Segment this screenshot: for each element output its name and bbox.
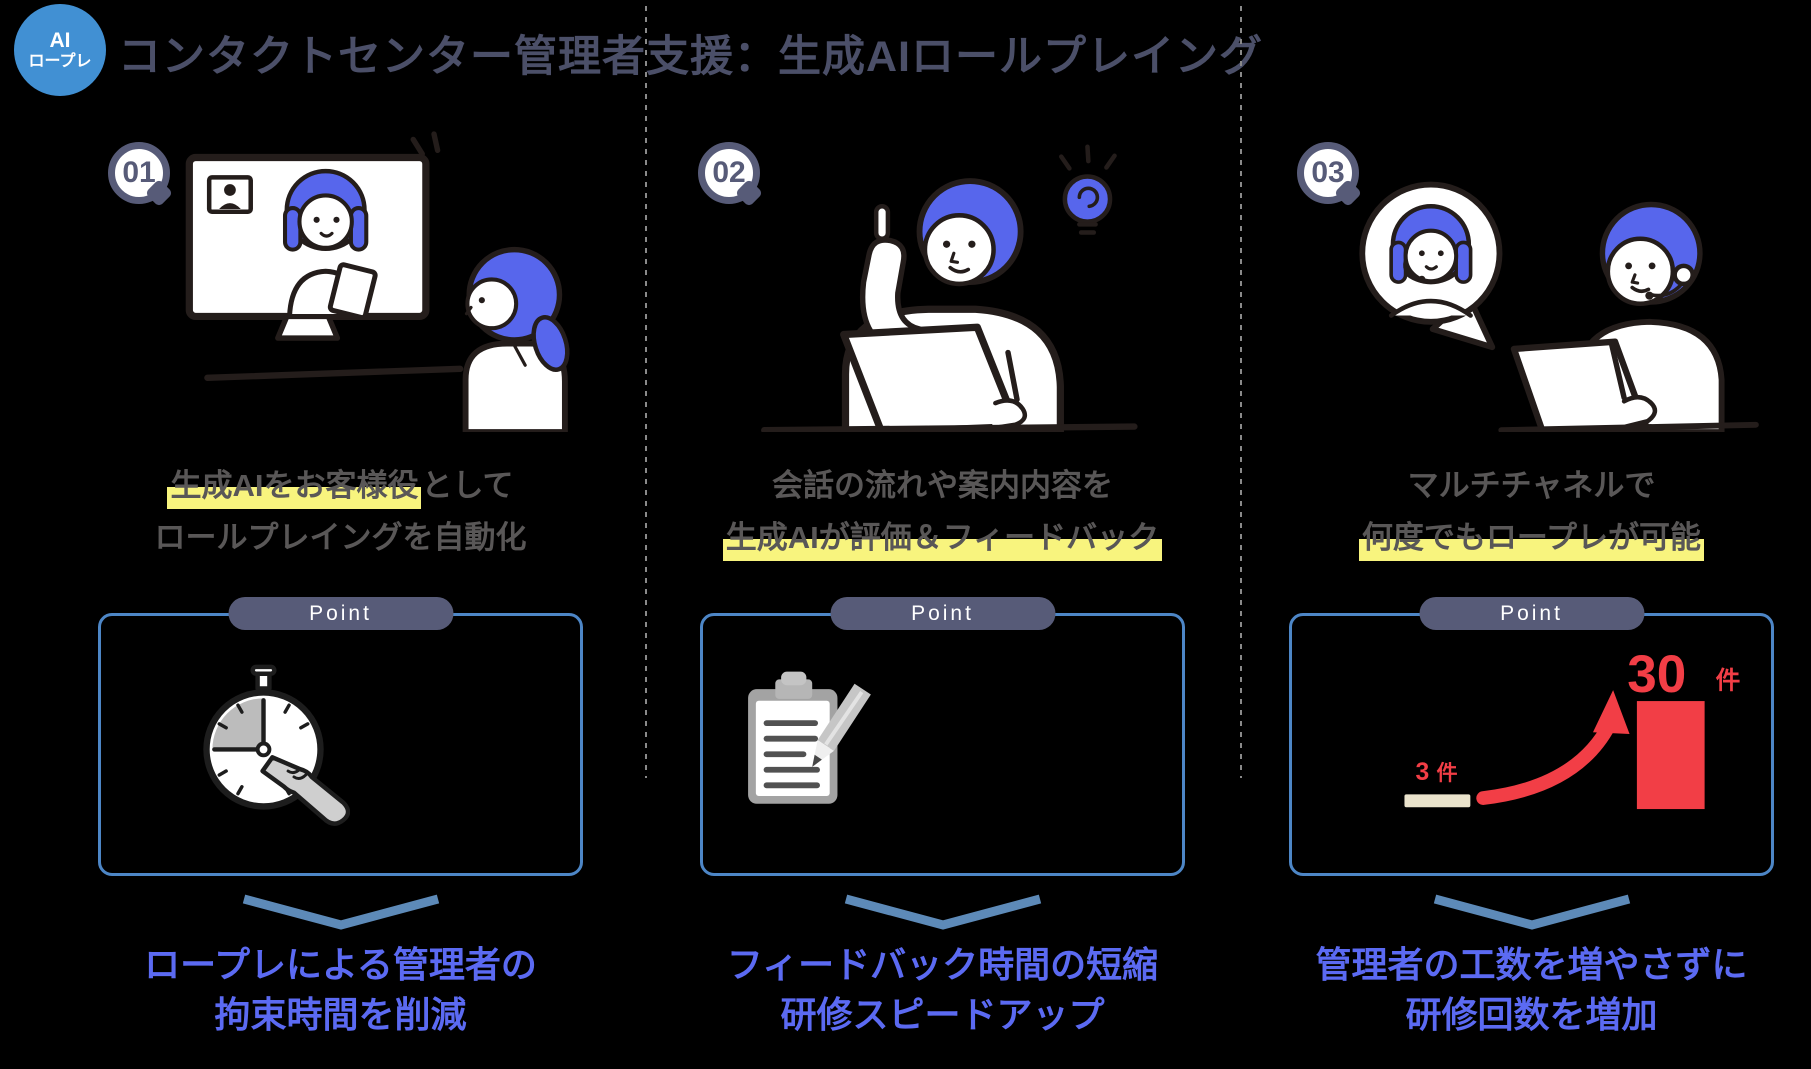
step-number-badge-01: 01 — [108, 142, 170, 204]
column-step-02: 02 — [645, 112, 1240, 1040]
big-bar — [1636, 700, 1705, 809]
page-title: コンタクトセンター管理者支援：生成AIロールプレイング — [118, 33, 1263, 81]
result-text: ロープレによる管理者の 拘束時間を削減 — [98, 940, 583, 1040]
result-line-2: 拘束時間を削減 — [214, 994, 467, 1035]
ai-feedback-illustration — [760, 144, 1138, 432]
yellow-highlight: 生成AIが評価＆フィードバック — [722, 520, 1163, 561]
description-line-1: マルチチャネルで — [1407, 468, 1656, 503]
description-line-1: 生成AIをお客様役として — [98, 460, 583, 512]
yellow-highlight: 生成AIをお客様役 — [167, 468, 422, 509]
multichannel-roleplay-illustration — [1358, 181, 1759, 432]
logo-line2: ロープレ — [28, 52, 92, 70]
result-line-1: 管理者の工数を増やさずに — [1315, 944, 1748, 985]
illustration-two-agents — [1289, 112, 1774, 460]
point-pill: Point — [830, 597, 1055, 630]
result-line-1: フィードバック時間の短縮 — [726, 944, 1159, 985]
column-divider-2 — [1240, 6, 1242, 778]
video-call-roleplay-illustration — [185, 131, 570, 432]
logo-line1: AI — [49, 28, 71, 52]
ai-roleplay-logo-badge: AI ロープレ — [14, 4, 106, 96]
point-section: Point — [700, 597, 1185, 876]
point-box — [700, 613, 1185, 876]
illustration-pointing-laptop — [700, 112, 1185, 460]
big-bar-value: 30 — [1627, 648, 1686, 704]
step-description: 生成AIをお客様役として ロールプレイングを自動化 — [98, 460, 583, 564]
column-step-01: 01 — [0, 112, 645, 1040]
description-line-1: 会話の流れや案内内容を — [772, 468, 1113, 503]
stopwatch-hand-icon — [203, 664, 350, 826]
big-bar-unit: 件 — [1716, 666, 1741, 694]
point-section: Point — [98, 597, 583, 876]
point-pill: Point — [1419, 597, 1644, 630]
step-number-badge-03: 03 — [1297, 142, 1359, 204]
result-line-2: 研修スピードアップ — [780, 994, 1105, 1035]
illustration-video-call — [98, 112, 583, 460]
clipboard-pencil-icon — [748, 671, 871, 804]
step-description: 会話の流れや案内内容を 生成AIが評価＆フィードバック — [700, 460, 1185, 564]
result-text: 管理者の工数を増やさずに 研修回数を増加 — [1289, 940, 1774, 1040]
result-text: フィードバック時間の短縮 研修スピードアップ — [700, 940, 1185, 1040]
step-description: マルチチャネルで 何度でもロープレが可能 — [1289, 460, 1774, 564]
chevron-down-icon — [844, 894, 1041, 930]
growth-arrow-head — [1592, 689, 1630, 734]
column-divider-1 — [645, 6, 647, 778]
description-line-2: 何度でもロープレが可能 — [1289, 512, 1774, 564]
columns-row: 01 — [0, 112, 1811, 1040]
point-pill: Point — [228, 597, 453, 630]
result-line-2: 研修回数を増加 — [1405, 994, 1658, 1035]
description-line-2: 生成AIが評価＆フィードバック — [700, 512, 1185, 564]
chevron-down-icon — [1433, 894, 1630, 930]
small-bar — [1404, 793, 1471, 807]
yellow-highlight: 何度でもロープレが可能 — [1358, 520, 1705, 561]
chevron-down-icon — [242, 894, 439, 930]
growth-arrow — [1476, 717, 1617, 805]
description-line-2: ロールプレイングを自動化 — [154, 520, 527, 555]
step-number-badge-02: 02 — [698, 142, 760, 204]
point-box — [98, 613, 583, 876]
column-step-03: 03 — [1240, 112, 1811, 1040]
result-line-1: ロープレによる管理者の — [144, 944, 537, 985]
